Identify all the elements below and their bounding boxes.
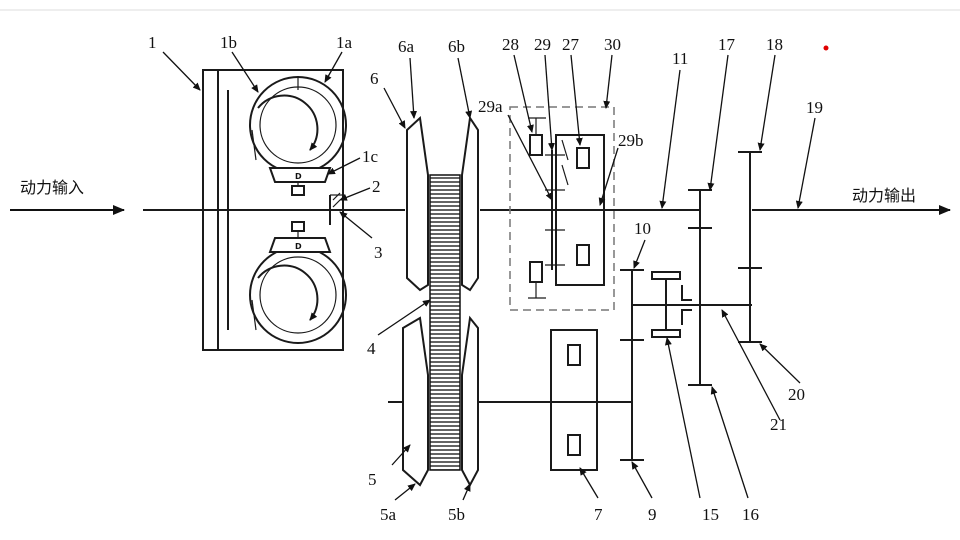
label-19: 19	[806, 98, 823, 117]
label-21: 21	[770, 415, 787, 434]
shift-sleeve	[681, 285, 692, 301]
label-6: 6	[370, 69, 379, 88]
svg-text:D: D	[295, 242, 302, 251]
label-5b: 5b	[448, 505, 465, 524]
drive-belt	[429, 174, 461, 471]
red-dot	[823, 45, 829, 51]
gear-15-upper	[651, 271, 681, 280]
svg-text:D: D	[295, 172, 302, 181]
label-7: 7	[594, 505, 603, 524]
label-11: 11	[672, 49, 688, 68]
label-1a: 1a	[336, 33, 353, 52]
label-20: 20	[788, 385, 805, 404]
planetary-gearset	[528, 117, 605, 299]
clutch-7-element-lower	[567, 434, 581, 456]
label-5: 5	[368, 470, 377, 489]
label-2: 2	[372, 177, 381, 196]
label-10: 10	[634, 219, 651, 238]
torque-converter: D D	[202, 69, 347, 351]
label-28: 28	[502, 35, 519, 54]
clutch-7-element-upper	[567, 344, 581, 366]
secondary-pulley	[402, 315, 479, 488]
label-1b: 1b	[220, 33, 237, 52]
label-30: 30	[604, 35, 621, 54]
label-17: 17	[718, 35, 736, 54]
label-18: 18	[766, 35, 783, 54]
primary-pulley	[406, 115, 479, 292]
label-9: 9	[648, 505, 657, 524]
part-labels: 1 1b 1a 1c 2 3 4 6 6a 6b 5 5a 5b 7 9 10 …	[148, 33, 823, 524]
power-input-label: 动力输入	[20, 178, 84, 197]
label-29: 29	[534, 35, 551, 54]
label-3: 3	[374, 243, 383, 262]
clutch-7	[550, 329, 598, 471]
power-output-label: 动力输出	[852, 186, 916, 205]
shift-sleeve-lower	[681, 309, 692, 325]
label-6a: 6a	[398, 37, 415, 56]
label-1: 1	[148, 33, 157, 52]
label-5a: 5a	[380, 505, 397, 524]
label-16: 16	[742, 505, 759, 524]
label-6b: 6b	[448, 37, 465, 56]
label-29b: 29b	[618, 131, 644, 150]
label-15: 15	[702, 505, 719, 524]
label-27: 27	[562, 35, 580, 54]
leader-lines	[162, 51, 816, 501]
label-29a: 29a	[478, 97, 503, 116]
label-1c: 1c	[362, 147, 379, 166]
gear-15-lower	[651, 329, 681, 338]
planetary-dashed-box	[509, 106, 615, 311]
label-4: 4	[367, 339, 376, 358]
